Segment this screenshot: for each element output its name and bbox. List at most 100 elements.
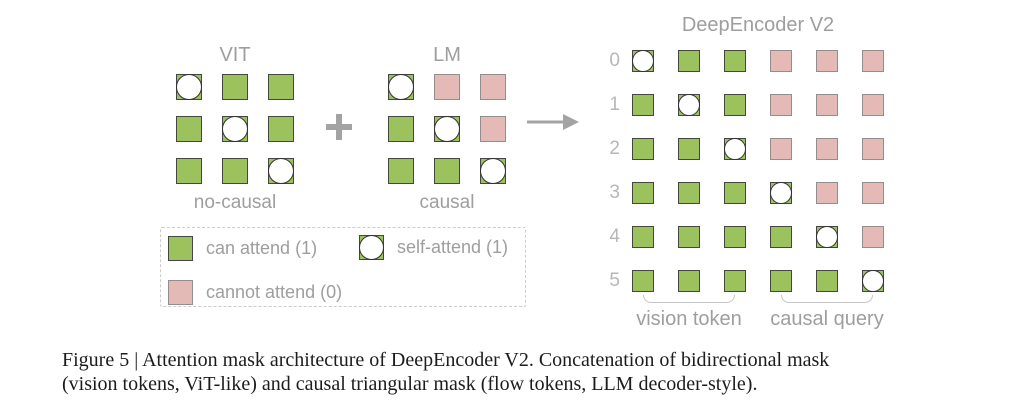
self-attend-cell bbox=[724, 138, 746, 160]
vit-mask-group: VIT no-causal bbox=[176, 45, 294, 214]
self-attend-cell bbox=[816, 226, 838, 248]
self-attend-circle-icon bbox=[434, 116, 460, 142]
cannot-attend-cell bbox=[816, 94, 838, 116]
self-attend-cell bbox=[632, 50, 654, 72]
self-attend-cell bbox=[222, 116, 248, 142]
mask-row-cells bbox=[176, 158, 294, 184]
row-label: 2 bbox=[609, 138, 620, 159]
cannot-attend-cell bbox=[434, 74, 460, 100]
can-attend-cell bbox=[268, 74, 294, 100]
can-attend-cell bbox=[222, 74, 248, 100]
mask-row-cells bbox=[632, 182, 884, 204]
row-label: 3 bbox=[609, 182, 620, 203]
can-attend-cell bbox=[724, 50, 746, 72]
self-attend-cell bbox=[388, 74, 414, 100]
mask-row bbox=[176, 74, 294, 100]
can-attend-cell bbox=[724, 94, 746, 116]
can-attend-cell bbox=[724, 270, 746, 292]
row-label: 5 bbox=[609, 270, 620, 291]
mask-row: 1 bbox=[598, 94, 884, 116]
mask-row-cells bbox=[632, 94, 884, 116]
cannot-attend-cell bbox=[862, 50, 884, 72]
can-attend-cell bbox=[770, 270, 792, 292]
self-attend-cell bbox=[434, 116, 460, 142]
mask-row bbox=[388, 74, 506, 100]
self-attend-circle-icon bbox=[176, 74, 202, 100]
vit-title: VIT bbox=[219, 44, 251, 66]
can-attend-cell bbox=[434, 158, 460, 184]
causal-query-brace bbox=[781, 295, 873, 303]
vit-sublabel: no-causal bbox=[193, 192, 277, 213]
bottom-labels: vision token causal query bbox=[632, 308, 884, 332]
arrow-right-icon bbox=[527, 114, 579, 130]
self-attend-cell bbox=[678, 94, 700, 116]
can-attend-cell bbox=[268, 116, 294, 142]
can-attend-cell bbox=[724, 226, 746, 248]
vision-token-brace bbox=[643, 295, 735, 303]
plus-vertical-bar bbox=[336, 114, 342, 140]
caption-line-1: Figure 5 | Attention mask architecture o… bbox=[62, 349, 830, 371]
legend-item-cannot-attend: cannot attend (0) bbox=[168, 280, 342, 305]
self-attend-cell bbox=[770, 182, 792, 204]
figure-caption: Figure 5 | Attention mask architecture o… bbox=[62, 348, 829, 396]
mask-row-cells bbox=[632, 138, 884, 160]
can-attend-cell bbox=[632, 226, 654, 248]
row-label: 4 bbox=[609, 226, 620, 247]
can-attend-swatch bbox=[168, 236, 193, 261]
cannot-attend-cell bbox=[480, 116, 506, 142]
can-attend-cell bbox=[678, 138, 700, 160]
can-attend-cell bbox=[632, 94, 654, 116]
can-attend-cell bbox=[770, 226, 792, 248]
mask-row bbox=[388, 116, 506, 142]
self-attend-circle-icon bbox=[678, 94, 700, 116]
self-attend-circle-icon bbox=[816, 226, 838, 248]
can-attend-cell bbox=[724, 182, 746, 204]
can-attend-cell bbox=[678, 270, 700, 292]
row-label: 1 bbox=[609, 94, 620, 115]
cannot-attend-cell bbox=[862, 226, 884, 248]
can-attend-cell bbox=[176, 158, 202, 184]
vit-mask-grid bbox=[176, 74, 294, 184]
can-attend-cell bbox=[816, 270, 838, 292]
can-attend-cell bbox=[678, 226, 700, 248]
mask-row-cells bbox=[632, 50, 884, 72]
underbraces bbox=[632, 295, 884, 306]
mask-row-cells bbox=[388, 158, 506, 184]
self-attend-cell bbox=[480, 158, 506, 184]
plus-icon bbox=[326, 114, 352, 140]
can-attend-cell bbox=[632, 138, 654, 160]
cannot-attend-cell bbox=[862, 138, 884, 160]
mask-row-cells bbox=[176, 116, 294, 142]
can-attend-label: can attend (1) bbox=[206, 238, 318, 258]
cannot-attend-cell bbox=[770, 50, 792, 72]
lm-mask-grid bbox=[388, 74, 506, 184]
deepencoder-v2-title: DeepEncoder V2 bbox=[681, 14, 835, 36]
self-attend-circle-icon bbox=[268, 158, 294, 184]
legend: can attend (1) self-attend (1) cannot at… bbox=[160, 227, 526, 307]
lm-title: LM bbox=[433, 44, 461, 66]
legend-item-can-attend: can attend (1) bbox=[168, 236, 317, 261]
can-attend-cell bbox=[222, 158, 248, 184]
cannot-attend-cell bbox=[862, 182, 884, 204]
cannot-attend-cell bbox=[816, 182, 838, 204]
cannot-attend-cell bbox=[770, 138, 792, 160]
self-attend-cell bbox=[176, 74, 202, 100]
self-attend-circle-icon bbox=[632, 50, 654, 72]
can-attend-cell bbox=[632, 270, 654, 292]
cannot-attend-cell bbox=[816, 138, 838, 160]
causal-query-label: causal query bbox=[770, 308, 884, 330]
caption-line-2: (vision tokens, ViT-like) and causal tri… bbox=[62, 373, 758, 395]
self-attend-circle-icon bbox=[222, 116, 248, 142]
mask-row bbox=[176, 158, 294, 184]
cannot-attend-cell bbox=[816, 50, 838, 72]
cannot-attend-cell bbox=[862, 94, 884, 116]
mask-row: 3 bbox=[598, 182, 884, 204]
cannot-attend-label: cannot attend (0) bbox=[206, 282, 343, 302]
lm-mask-group: LM causal bbox=[388, 45, 506, 214]
self-attend-circle-icon bbox=[480, 158, 506, 184]
self-attend-cell bbox=[268, 158, 294, 184]
mask-row-cells bbox=[388, 74, 506, 100]
